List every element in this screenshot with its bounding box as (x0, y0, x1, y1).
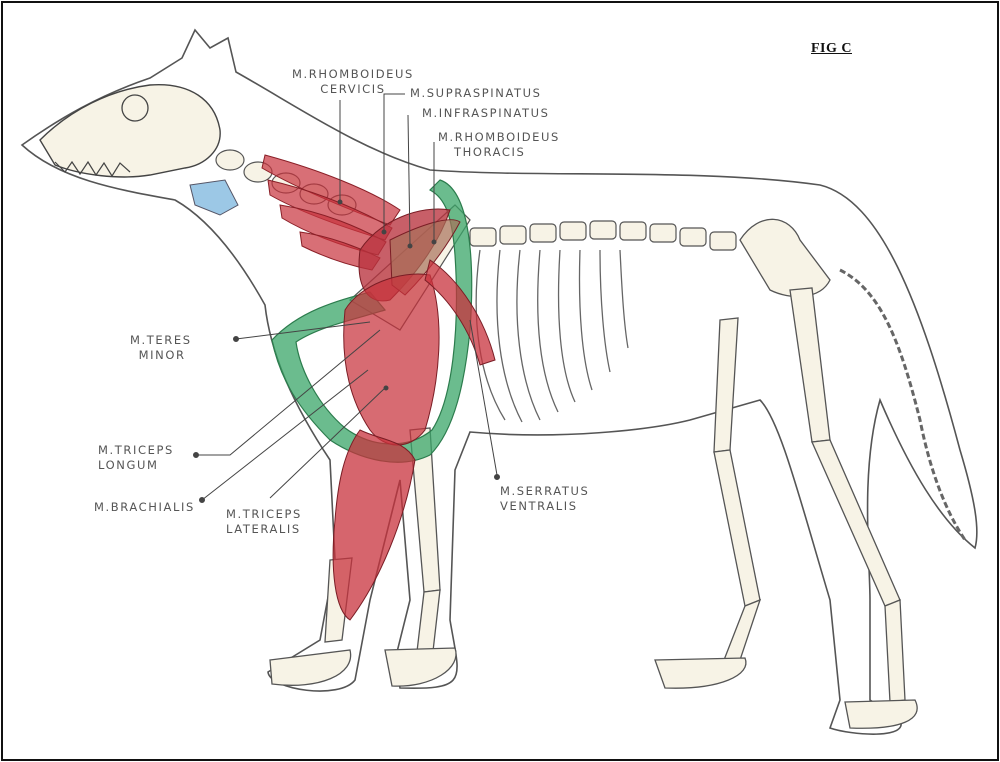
label-supraspinatus: M.SUPRASPINATUS (410, 86, 542, 100)
label-brachialis: M.BRACHIALIS (94, 500, 195, 514)
figure-title: FIG C (811, 41, 852, 56)
label-infraspinatus: M.INFRASPINATUS (422, 106, 550, 120)
eye-orbit (121, 94, 149, 122)
label-rhomboideus-cervicis: M.RHOMBOIDEUS CERVICIS (292, 67, 414, 96)
label-triceps-longum: M.TRICEPS LONGUM (98, 443, 174, 472)
dog-body-outline (20, 28, 978, 735)
skull (39, 83, 221, 178)
label-triceps-lateralis: M.TRICEPS LATERALIS (226, 507, 302, 536)
label-rhomboideus-thoracis: M.RHOMBOIDEUS THORACIS (438, 130, 560, 159)
triceps-muscle (343, 273, 440, 446)
serratus-red-slips (424, 259, 496, 366)
leader-lines (193, 93, 500, 503)
label-teres-minor: M.TERES MINOR (130, 333, 192, 362)
forearm-muscles (332, 429, 416, 621)
hind-limbs (654, 287, 918, 729)
label-serratus-ventralis: M.SERRATUS VENTRALIS (500, 484, 590, 513)
thoracolumbar-spine (469, 220, 737, 251)
tail-vertebrae (839, 268, 967, 541)
larynx (189, 179, 239, 216)
teeth (54, 160, 131, 178)
pelvis (739, 218, 831, 298)
rib-cage (475, 249, 629, 423)
